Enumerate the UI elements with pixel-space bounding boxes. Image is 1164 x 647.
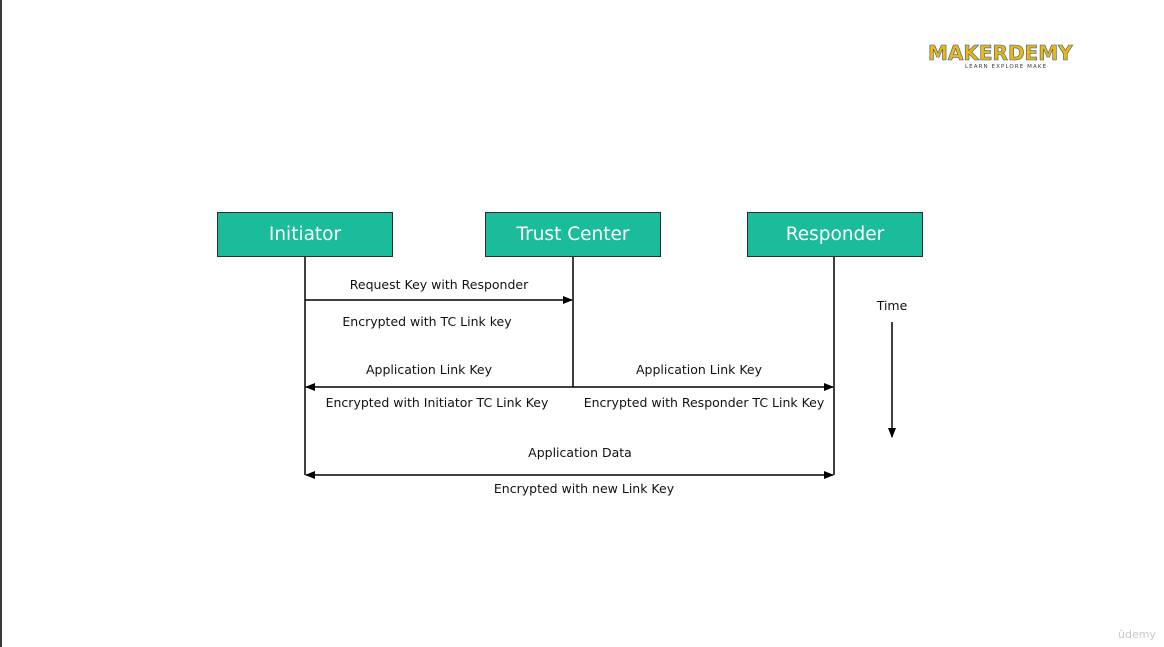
app-link-key-responder-label: Application Link Key	[635, 362, 763, 377]
app-link-key-initiator-label: Application Link Key	[365, 362, 493, 377]
application-data-encryption-label: Encrypted with new Link Key	[493, 481, 675, 496]
logo-tagline: LEARN EXPLORE MAKE	[965, 64, 1048, 70]
time-label: Time	[876, 298, 908, 313]
makerdemy-logo: MAKERDEMY LEARN EXPLORE MAKE	[928, 42, 1098, 72]
initiator-box: Initiator	[217, 212, 393, 257]
trust-center-box: Trust Center	[485, 212, 661, 257]
application-data-label: Application Data	[528, 445, 632, 460]
app-link-key-responder-encryption-label: Encrypted with Responder TC Link Key	[583, 395, 825, 410]
request-key-encryption-label: Encrypted with TC Link key	[342, 314, 512, 329]
udemy-watermark: ûdemy	[1118, 628, 1156, 641]
logo-wordmark: MAKERDEMY	[928, 41, 1073, 65]
left-border	[0, 0, 2, 647]
responder-box: Responder	[747, 212, 923, 257]
request-key-label: Request Key with Responder	[349, 277, 529, 292]
app-link-key-initiator-encryption-label: Encrypted with Initiator TC Link Key	[325, 395, 549, 410]
